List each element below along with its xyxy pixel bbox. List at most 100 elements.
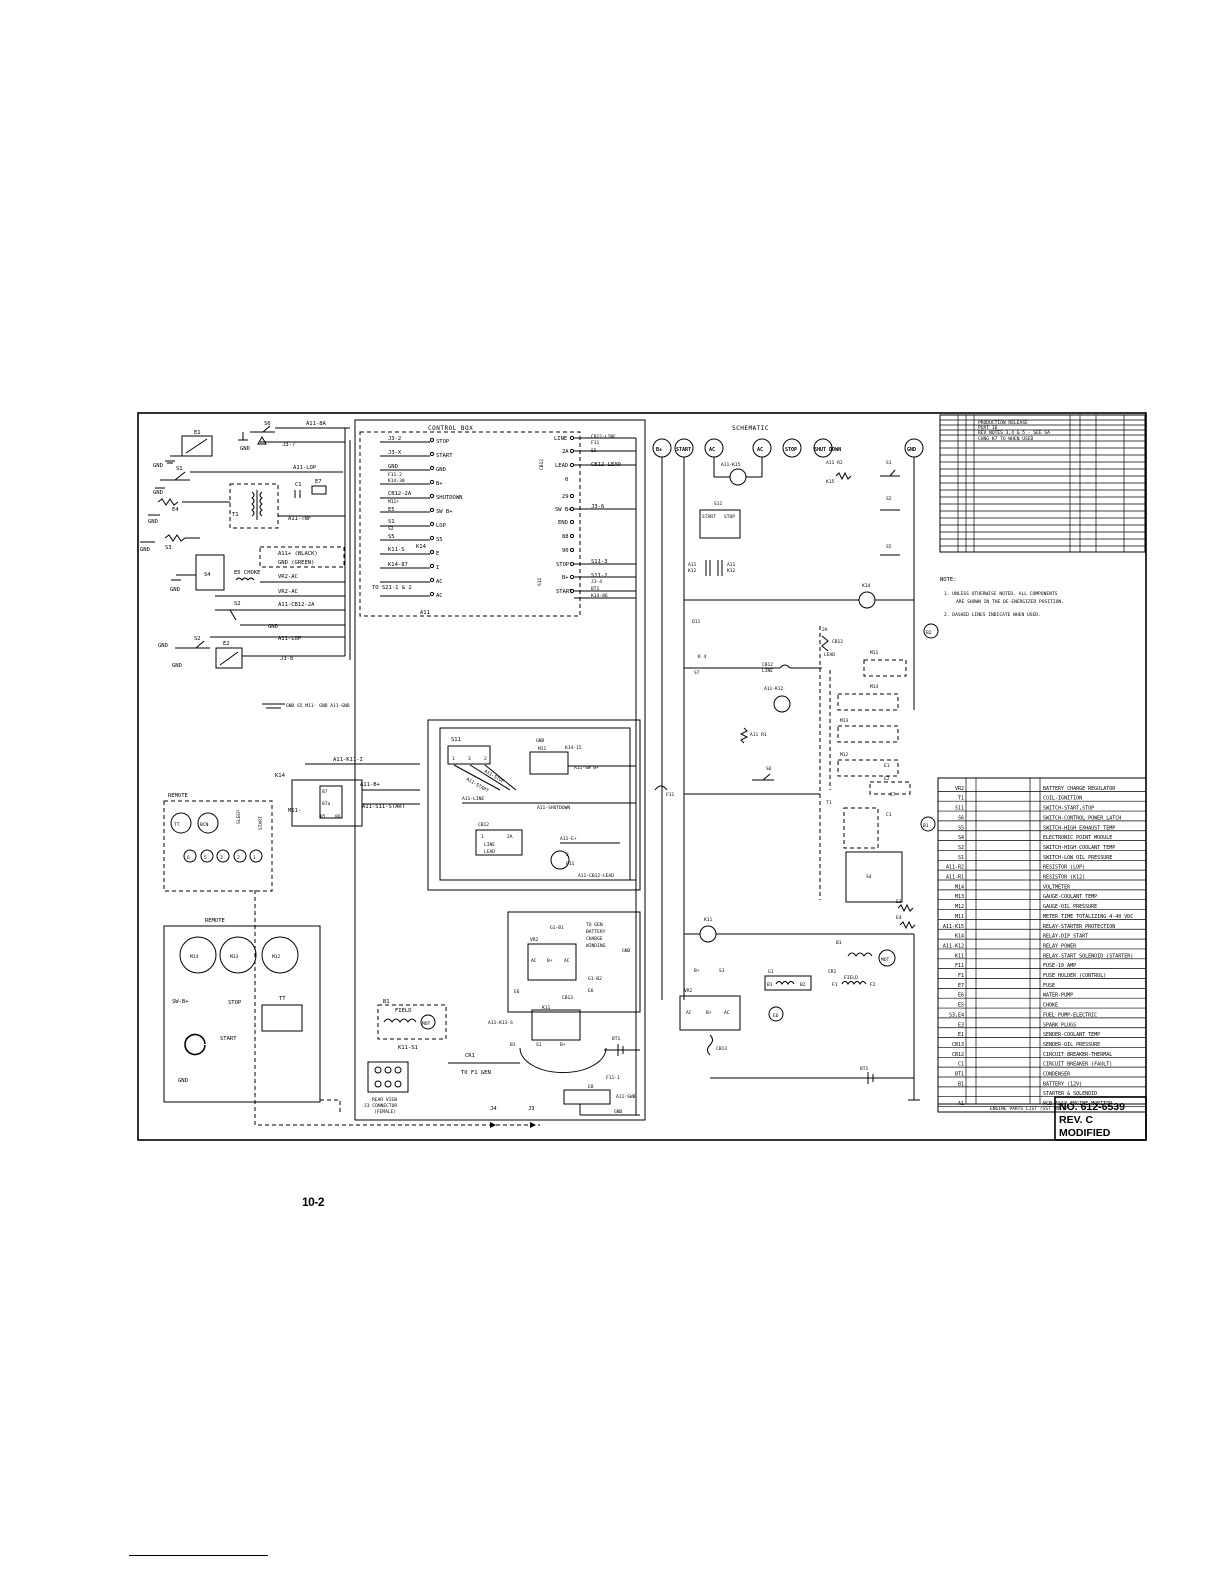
parts-row-description: SPARK PLUGS (1043, 1022, 1076, 1028)
j3-connector-label: J3 CONNECTOR (364, 1103, 397, 1109)
svg-text:2A: 2A (562, 449, 569, 455)
svg-text:GND: GND (907, 447, 916, 453)
note-1-line-1: 1. UNLESS OTHERWISE NOTED, ALL COMPONENT… (944, 591, 1058, 597)
svg-text:90: 90 (562, 548, 569, 554)
s6-label: S6 (264, 421, 271, 427)
parts-row-description: ELECTRONIC POINT MODULE (1043, 835, 1112, 841)
notes-heading: NOTE: (940, 577, 957, 583)
svg-text:AC: AC (564, 958, 570, 964)
svg-text:SHUTDOWN: SHUTDOWN (436, 495, 463, 501)
k14-schem-label: K14 (862, 583, 871, 589)
cb12-line-label: LINE (484, 842, 495, 848)
parts-row-description: BATTERY (12V) (1043, 1081, 1082, 1087)
parts-row-description: SENDER-COOLANT TEMP (1043, 1032, 1100, 1038)
a11-8a-label: A11-8A (306, 421, 327, 427)
k4-label: K 4 (698, 654, 707, 660)
s2-schem-label: S2 (886, 496, 892, 502)
e5-label: E5 (388, 507, 395, 513)
switch-panel (427, 719, 641, 891)
k14-board-label: K14 (416, 544, 427, 550)
s2-label: S2 (194, 636, 201, 642)
s1-k11-label: S1 (719, 968, 725, 974)
svg-text:AC: AC (709, 447, 715, 453)
tt-module (261, 1004, 303, 1032)
a11-left-pins: STOP START GND B+ SHUTDOWN SW B+ LOP S5 … (429, 437, 463, 599)
parts-list-table (937, 777, 1147, 1113)
rear-view-label: REAR VIEW (372, 1097, 397, 1103)
parts-row-description: RELAY-STARTER PROTECTION (1043, 924, 1115, 930)
svg-text:B+: B+ (656, 447, 662, 453)
t1-schem-label: T1 (826, 800, 832, 806)
svg-text:S5: S5 (436, 537, 443, 543)
parts-row-ref: A11-K12 (943, 943, 964, 949)
svg-text:SLEEP: SLEEP (236, 810, 242, 824)
gnd-label-12: GND (536, 738, 545, 744)
svg-text:6: 6 (187, 855, 190, 861)
a11-shutdown-label: A11-SHUTDOWN (537, 805, 570, 811)
start-label: START (220, 1036, 237, 1042)
svg-text:LOP: LOP (436, 523, 447, 529)
svg-text:B+: B+ (436, 481, 443, 487)
g1-b1-label: G1-B1 (550, 925, 564, 931)
j3-6-label: J3-6 (591, 504, 604, 510)
svg-text:29: 29 (562, 494, 569, 500)
a11-e-label: A11-E+ (560, 836, 577, 842)
s6-schem-label: S6 (766, 766, 772, 772)
f11-fuse (550, 850, 570, 870)
parts-row-ref: E5 (958, 1003, 964, 1009)
cb12-line-schem-label: CB12 (762, 662, 773, 668)
e5-choke-label: E5 CHOKE (234, 570, 261, 576)
svg-text:M14: M14 (190, 954, 199, 960)
svg-text:CB12-LINE: CB12-LINE (591, 434, 616, 440)
svg-text:AC: AC (531, 958, 537, 964)
f11-schem-label: F11 (666, 792, 675, 798)
s11-stop-label: STOP (724, 514, 735, 520)
remote-gauge-panel (163, 925, 321, 1103)
parts-row-ref: K11 (955, 953, 964, 959)
control-box: CONTROL BOX A11 J3-2 J3-X GND F11-2 K14-… (354, 419, 646, 1121)
revision-table (939, 414, 1146, 553)
parts-row-description: FUEL PUMP-ELECTRIC (1043, 1012, 1097, 1018)
to-gen-label: TO GEN (586, 922, 603, 928)
cb12-2a-label: CB12-2A (388, 491, 412, 497)
parts-row-ref: S1 (958, 855, 964, 861)
vr2-label: VR2 (530, 937, 539, 943)
c1-label: C1 (295, 482, 302, 488)
m13-schem-label: M13 (840, 718, 849, 724)
m12-schem-label: M12 (840, 752, 849, 758)
j3-8-label: J3-8 (280, 656, 293, 662)
svg-text:86: 86 (335, 814, 341, 820)
parts-row-ref: F11 (955, 963, 964, 969)
svg-text:B+: B+ (706, 1010, 712, 1016)
parts-row-description: RESISTOR (LOP) (1043, 865, 1085, 871)
k15-label: K15 (826, 479, 835, 485)
svg-text:5: 5 (204, 855, 207, 861)
s4-label: S4 (204, 572, 211, 578)
drawing-number: NO. 612-6539 (1059, 1101, 1125, 1113)
e4-label: E4 (172, 507, 179, 513)
parts-row-ref: E3 (958, 1022, 964, 1028)
a11-k11-s-label: A11-K11-S (488, 1020, 513, 1026)
svg-text:F11: F11 (591, 440, 600, 446)
t1-label: T1 (232, 512, 239, 518)
s2-label-top: S2 (234, 601, 241, 607)
svg-text:E: E (436, 551, 439, 557)
female-label: (FEMALE) (374, 1109, 396, 1115)
m11-label: M11- (288, 808, 301, 814)
svg-text:2: 2 (566, 852, 569, 858)
svg-text:I: I (436, 565, 439, 571)
parts-row-description: SWITCH-CONTROL POWER LATCH (1043, 815, 1121, 821)
e6-label: E6 (514, 989, 520, 995)
parts-row-description: CIRCUIT BREAKER (FAULT) (1043, 1062, 1112, 1068)
svg-text:2A: 2A (822, 627, 828, 633)
svg-text:85: 85 (320, 814, 326, 820)
note-2: 2. DASHED LINES INDICATE WHEN USED. (944, 612, 1041, 618)
parts-row-ref: M14 (955, 884, 964, 890)
a11-b-label: A11-B+ (360, 782, 381, 788)
parts-row-description: RELAY-DIP START (1043, 934, 1088, 940)
gnd-label-11: GND (388, 464, 398, 470)
m12-gauge (261, 936, 299, 974)
s11-label: S11 (451, 737, 461, 743)
a11-black-label: A11+ (BLACK) (278, 551, 318, 557)
a11-right-pins: LINE CB12-LINE F11 2A S5 LEAD CB12-LEAD … (537, 434, 621, 599)
